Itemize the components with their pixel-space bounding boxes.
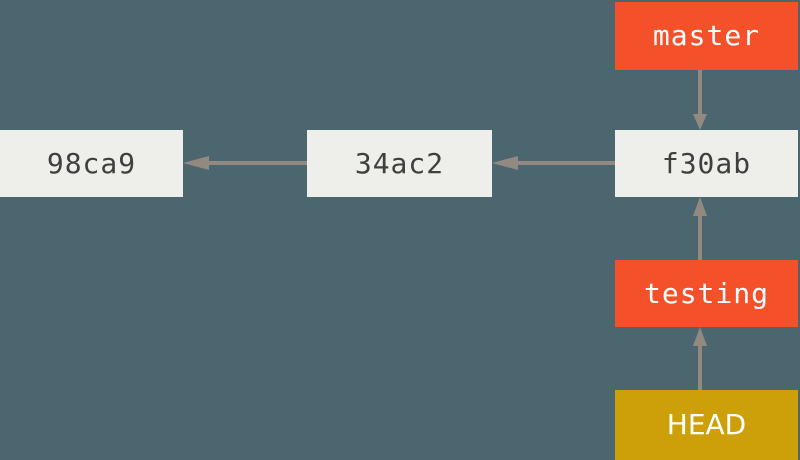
head-pointer[interactable]: HEAD — [615, 390, 798, 460]
branch-label-testing[interactable]: testing — [615, 260, 798, 327]
commit-node-34ac2[interactable]: 34ac2 — [307, 130, 492, 197]
arrow-head-to-testing — [690, 327, 710, 390]
branch-label-master-text: master — [652, 19, 761, 52]
commit-hash-f30ab: f30ab — [661, 146, 752, 180]
commit-node-98ca9[interactable]: 98ca9 — [0, 130, 183, 197]
arrow-f30ab-to-34ac2 — [492, 153, 615, 173]
commit-node-f30ab[interactable]: f30ab — [615, 130, 798, 197]
arrow-testing-to-f30ab — [690, 197, 710, 260]
arrow-master-to-f30ab — [690, 70, 710, 130]
commit-hash-98ca9: 98ca9 — [46, 146, 137, 180]
branch-label-testing-text: testing — [643, 276, 769, 310]
head-pointer-text: HEAD — [666, 408, 747, 441]
branch-label-master[interactable]: master — [615, 2, 798, 70]
commit-hash-34ac2: 34ac2 — [354, 146, 445, 180]
arrow-34ac2-to-98ca9 — [183, 153, 307, 173]
